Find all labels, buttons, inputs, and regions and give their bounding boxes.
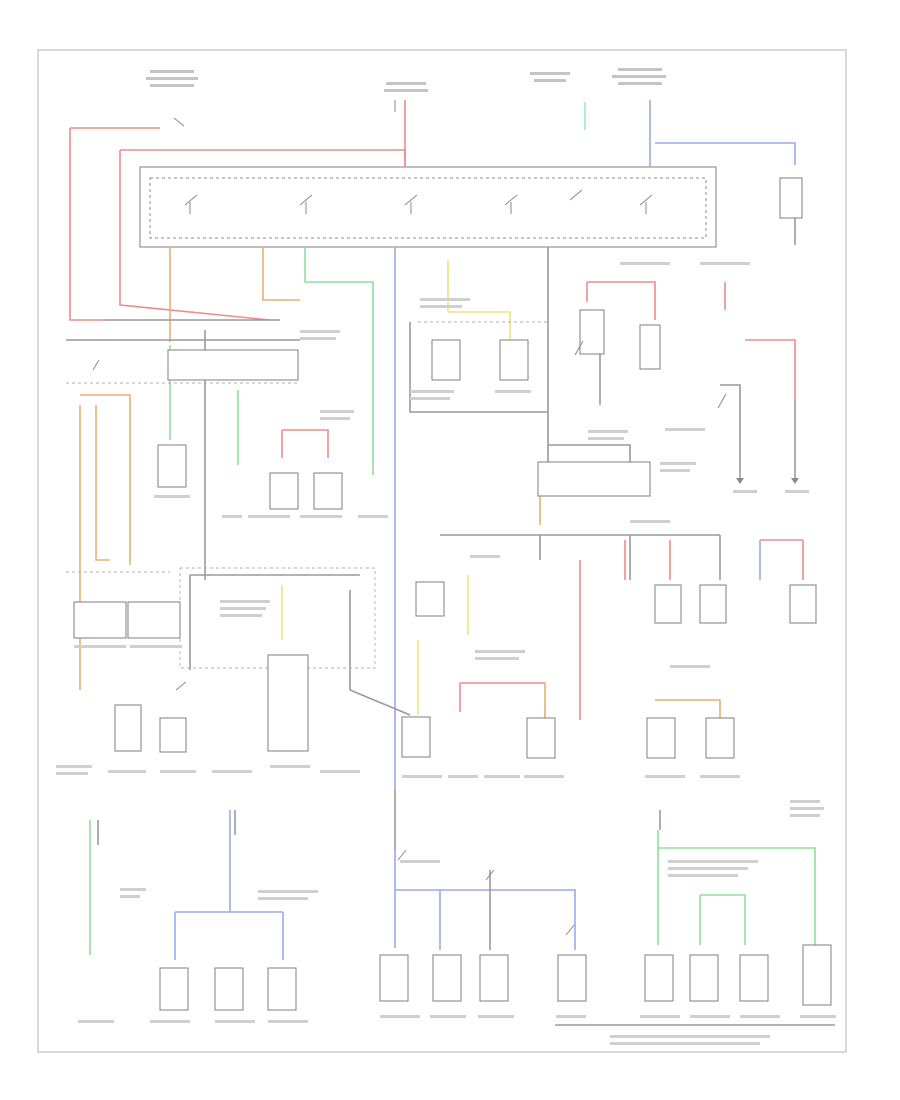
red-circuit bbox=[69, 100, 804, 720]
component-row4-a bbox=[114, 704, 142, 752]
load-components bbox=[114, 339, 832, 1011]
ignition-switch-block bbox=[139, 166, 717, 248]
component-row5-b bbox=[214, 967, 244, 1011]
diagram-border bbox=[37, 49, 847, 1053]
tcm-module-left bbox=[73, 601, 127, 639]
component-row5-a bbox=[159, 967, 189, 1011]
component-row4-f bbox=[646, 717, 676, 759]
component-row5-g bbox=[557, 954, 587, 1002]
component-row3-a bbox=[415, 581, 445, 617]
component-row3-b bbox=[654, 584, 682, 624]
relay-box-far-right bbox=[779, 177, 803, 219]
orange-circuit bbox=[79, 247, 721, 720]
blue-circuit bbox=[174, 100, 796, 960]
component-row2-a bbox=[157, 444, 187, 488]
relay-box-left bbox=[579, 309, 605, 355]
ignition-switch-contacts bbox=[149, 177, 707, 239]
component-row2-b bbox=[269, 472, 299, 510]
component-row4-g bbox=[705, 717, 735, 759]
component-row3-d bbox=[789, 584, 817, 624]
component-row5-i bbox=[689, 954, 719, 1002]
illegible-annotations bbox=[56, 262, 836, 1045]
component-row2-c bbox=[313, 472, 343, 510]
component-row5-k bbox=[802, 944, 832, 1006]
source-label-left bbox=[146, 70, 198, 87]
component-row5-c bbox=[267, 967, 297, 1011]
ground-symbols bbox=[736, 478, 799, 484]
relay-box-right bbox=[639, 324, 661, 370]
component-row4-d bbox=[401, 716, 431, 758]
green-circuit bbox=[89, 247, 816, 955]
source-label-center bbox=[384, 82, 428, 92]
component-row3-c bbox=[699, 584, 727, 624]
component-row5-e bbox=[432, 954, 462, 1002]
source-label-right bbox=[530, 68, 666, 85]
component-row5-d bbox=[379, 954, 409, 1002]
component-row5-f bbox=[479, 954, 509, 1002]
fuse-block-left bbox=[167, 349, 299, 381]
component-row4-b bbox=[159, 717, 187, 753]
component-row5-h bbox=[644, 954, 674, 1002]
fuse-block-right bbox=[537, 461, 651, 497]
component-row5-j bbox=[739, 954, 769, 1002]
component-row4-c bbox=[267, 654, 309, 752]
yellow-circuit bbox=[281, 260, 511, 715]
component-row4-e bbox=[526, 717, 556, 759]
switch-symbols bbox=[92, 100, 727, 936]
component-row1-a bbox=[431, 339, 461, 381]
component-row1-b bbox=[499, 339, 529, 381]
tcm-module-right bbox=[127, 601, 181, 639]
